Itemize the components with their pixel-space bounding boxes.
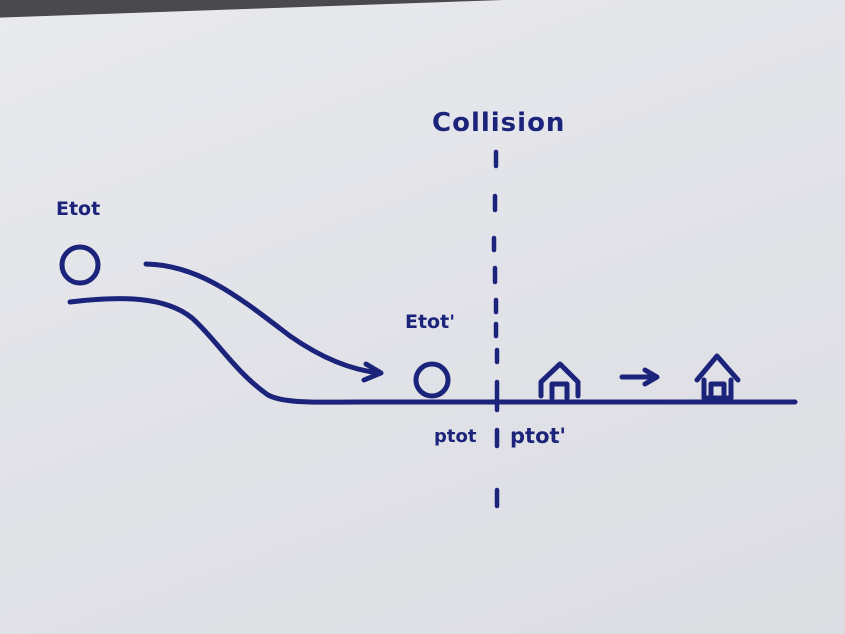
ptot-after-label: ptot' <box>510 424 566 448</box>
background-shadow <box>0 0 845 20</box>
arrow-right-icon <box>619 367 660 387</box>
ramp-track <box>67 296 798 405</box>
ball-icon <box>59 244 101 286</box>
house-icon <box>694 353 741 401</box>
motion-arrow <box>143 261 383 376</box>
house-icon <box>538 361 581 401</box>
collision-line <box>491 149 500 509</box>
motion-arrow-head <box>361 361 384 383</box>
etot-after-label: Etot' <box>405 311 456 333</box>
ball-icon <box>413 361 451 399</box>
collision-label: Collision <box>432 108 566 138</box>
etot-before-label: Etot <box>56 198 101 220</box>
ptot-before-label: ptot <box>434 426 477 447</box>
